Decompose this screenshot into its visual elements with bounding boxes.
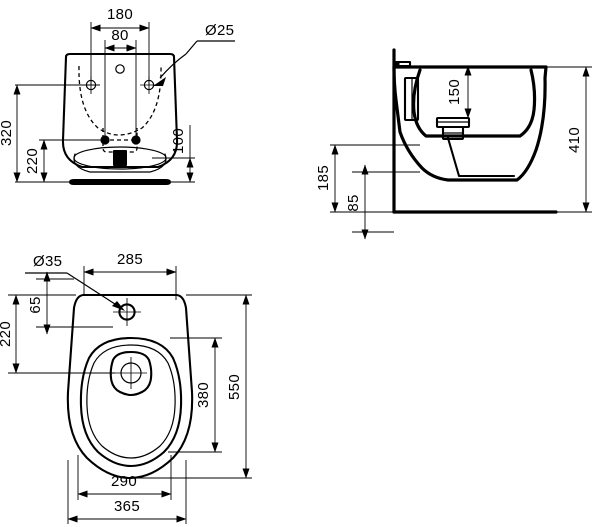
front-dim-80-label: 80 bbox=[111, 27, 128, 44]
side-bowl-inner-profile bbox=[412, 68, 537, 138]
top-dim-290-label: 290 bbox=[111, 473, 137, 490]
front-d25-label: Ø25 bbox=[205, 22, 234, 39]
front-drain-block bbox=[113, 150, 127, 166]
side-dim-185-label: 185 bbox=[315, 165, 332, 191]
front-dim-100-label: 100 bbox=[170, 128, 187, 154]
front-dim-320-label: 320 bbox=[0, 120, 15, 146]
top-outer-outline bbox=[66, 293, 194, 480]
top-d35-arrowhead bbox=[112, 301, 125, 311]
top-drain-aperture bbox=[109, 350, 153, 397]
top-dim-65-label: 65 bbox=[27, 296, 44, 313]
front-internal-trap-hidden bbox=[102, 128, 138, 153]
top-bowl-inner-outline bbox=[86, 344, 176, 459]
front-bowl-rim bbox=[73, 153, 167, 173]
side-lower-rim bbox=[446, 136, 516, 178]
top-d35-leader-diagonal bbox=[66, 272, 119, 307]
top-dim-220-label: 220 bbox=[0, 321, 14, 347]
side-dim-410-label: 410 bbox=[566, 127, 583, 153]
side-body-outline bbox=[392, 65, 548, 182]
top-dim-365-label: 365 bbox=[114, 498, 140, 515]
side-dim-150-label: 150 bbox=[446, 79, 463, 105]
top-dim-285-label: 285 bbox=[117, 251, 143, 268]
front-d25-arrowhead bbox=[153, 77, 166, 86]
front-d25-leader-curve bbox=[159, 53, 187, 79]
top-dim-380-label: 380 bbox=[195, 382, 212, 408]
front-internal-bowl-hidden bbox=[78, 65, 162, 136]
front-dim-180-label: 180 bbox=[107, 6, 133, 23]
top-view-group: Ø35 285 220 65 550 380 290 bbox=[0, 251, 252, 524]
side-waste-outlet-group bbox=[435, 116, 471, 141]
top-d35-label: Ø35 bbox=[33, 253, 62, 270]
front-dim-220-label: 220 bbox=[24, 148, 41, 174]
side-view-group: 150 410 185 85 bbox=[315, 48, 592, 240]
side-dim-85-label: 85 bbox=[345, 194, 362, 211]
front-d25-leader-diagonal bbox=[185, 40, 198, 55]
front-vent-hole bbox=[115, 64, 125, 74]
top-dim-550-label: 550 bbox=[226, 374, 243, 400]
top-seat-outline bbox=[79, 336, 183, 468]
side-wall-anchor-dot bbox=[394, 61, 400, 67]
front-body-outline bbox=[61, 52, 179, 169]
front-view-group: 180 80 Ø25 320 220 100 bbox=[0, 6, 235, 185]
